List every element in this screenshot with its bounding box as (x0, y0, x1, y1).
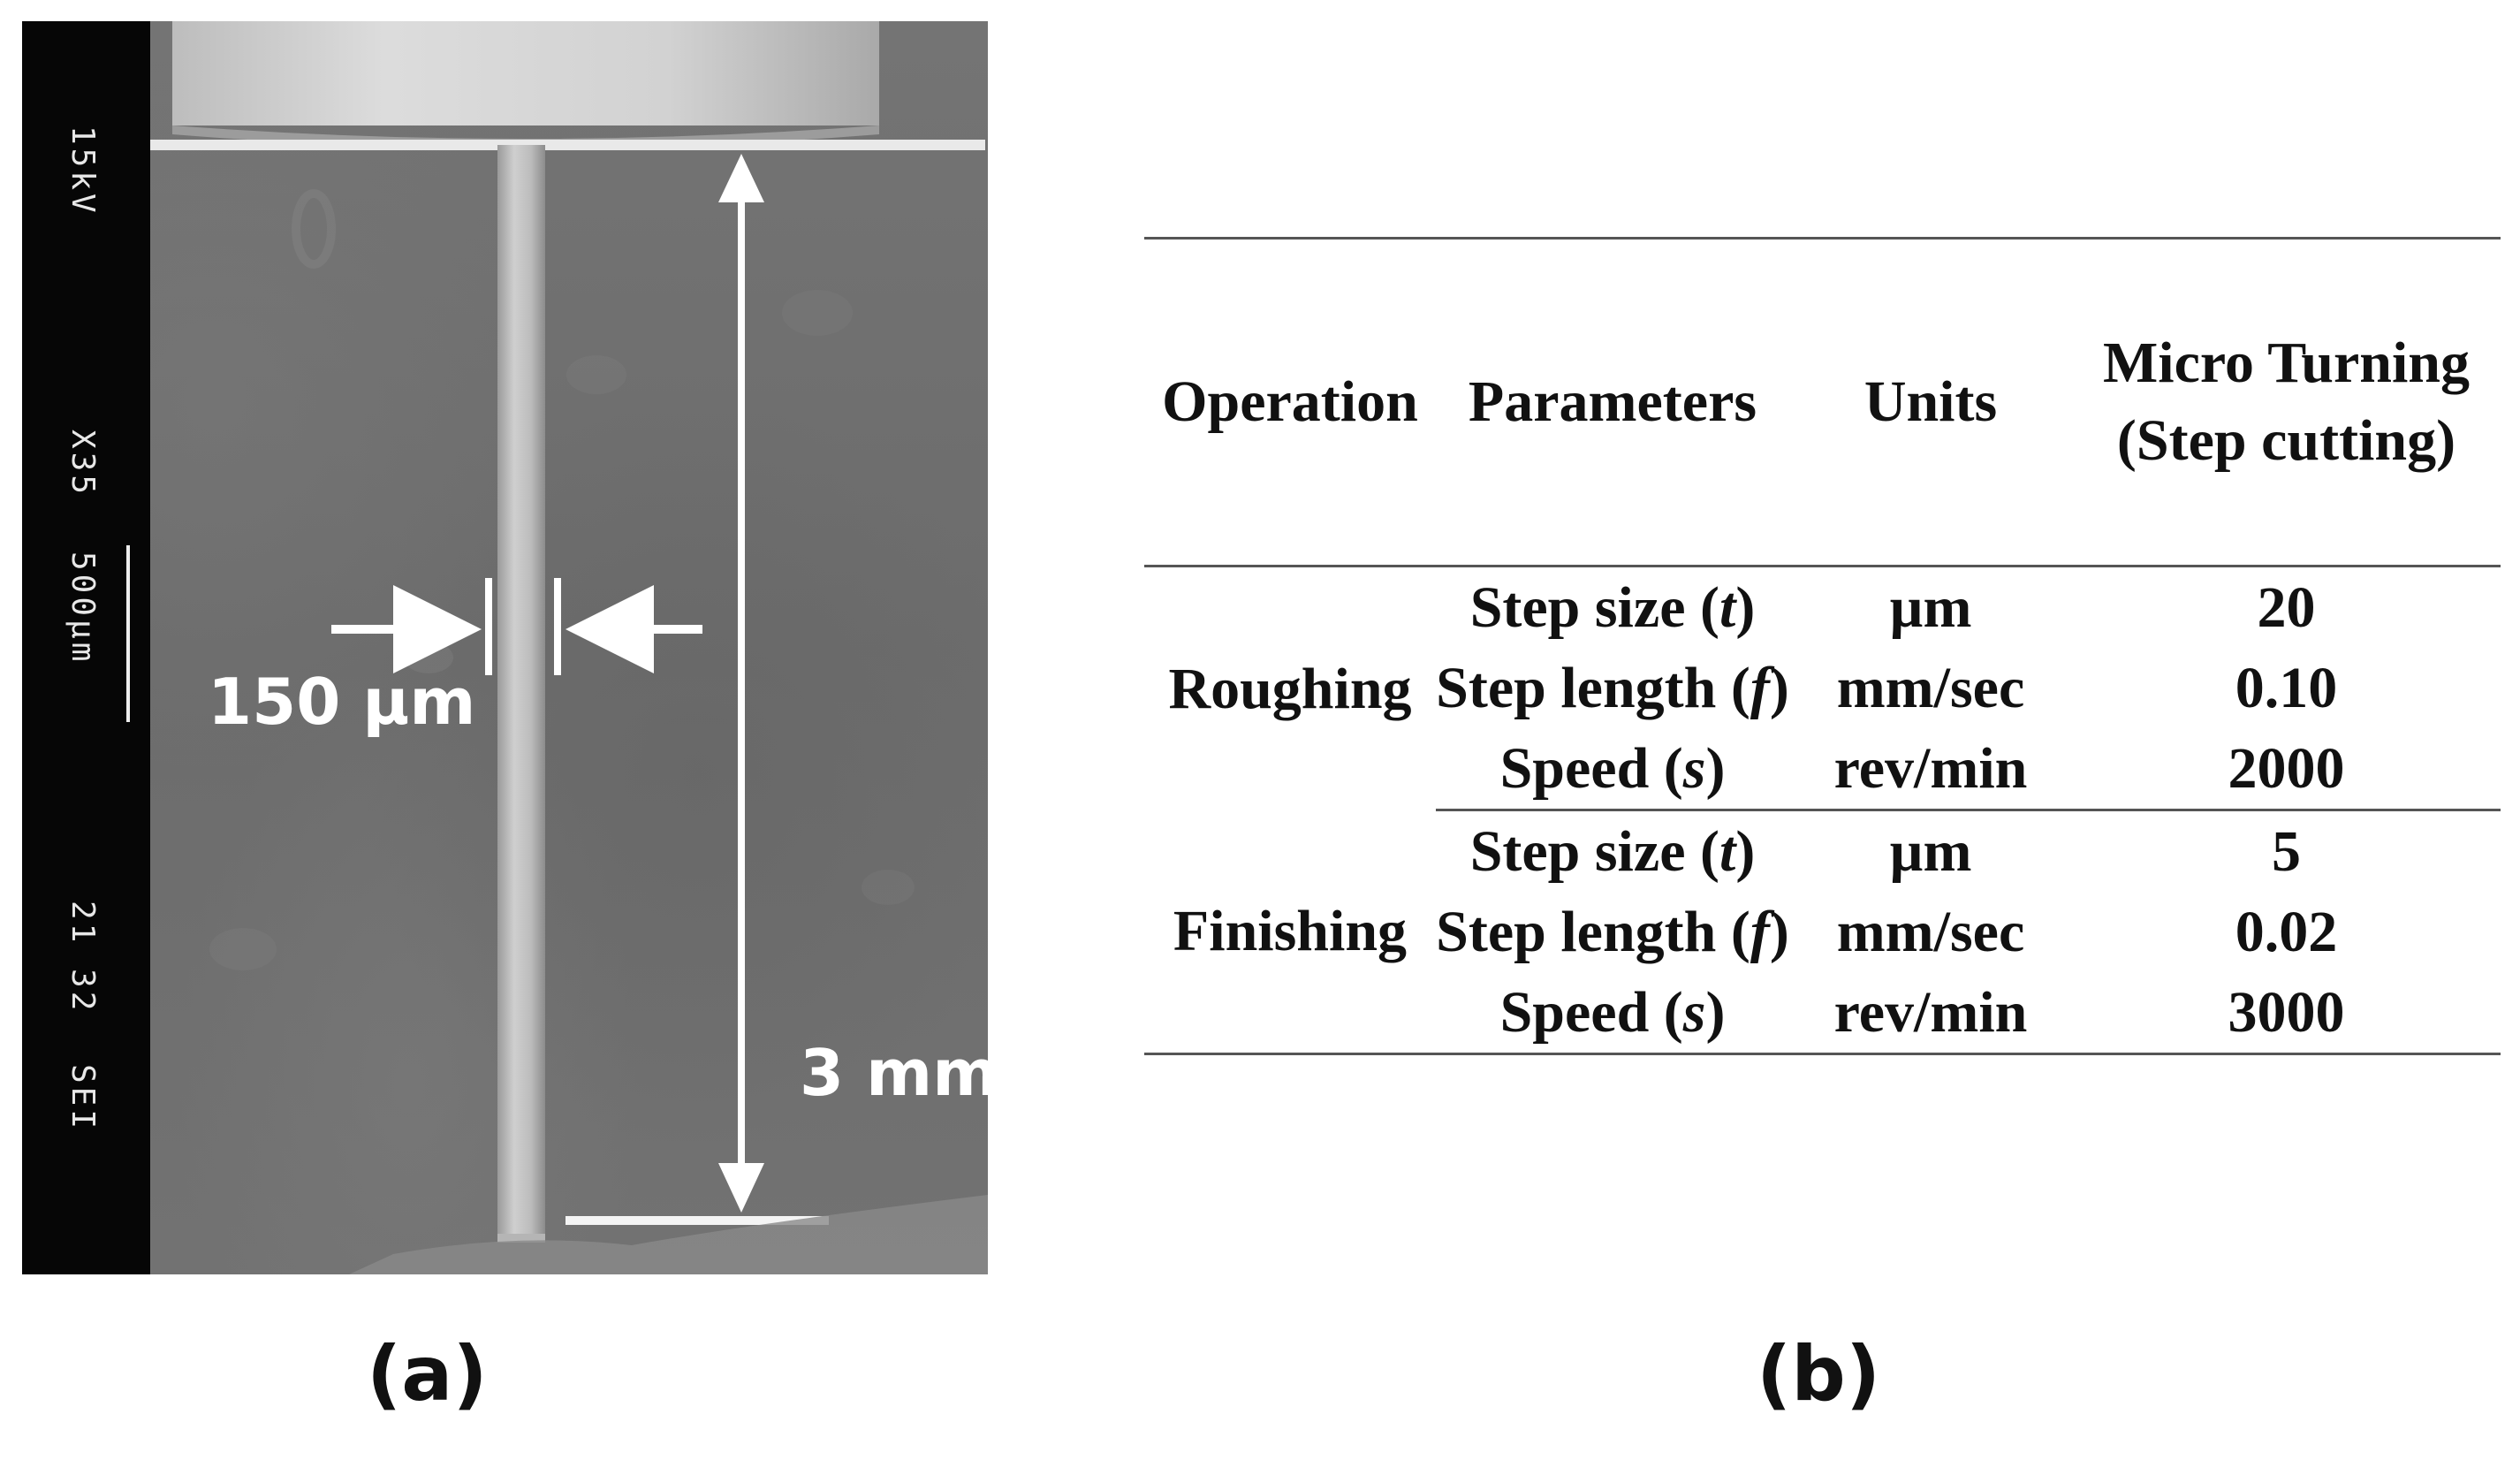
table-row: Step length (f) mm/sec 0.02 (1144, 892, 2501, 972)
table-row: Roughing Step size (t) µm 20 (1144, 567, 2501, 721)
parameter-name: Speed (1499, 980, 1650, 1045)
unit-cell: mm/sec (1836, 656, 2025, 720)
parameter-symbol: f (1750, 900, 1770, 964)
operation-finishing: Finishing (1144, 810, 1436, 1055)
value-cell: 2000 (2072, 728, 2501, 811)
header-method-line1: Micro Turning (2102, 331, 2471, 395)
parameter-symbol: t (1719, 575, 1736, 640)
operation-roughing: Roughing (1168, 656, 1412, 721)
parameter-cell: Step size (t) (1469, 819, 1756, 884)
length-arrow-head-top (718, 154, 764, 202)
header-parameters: Parameters (1436, 237, 1789, 567)
parameter-symbol: s (1682, 736, 1706, 801)
header-units: Units (1789, 237, 2072, 567)
parameter-name: Speed (1499, 736, 1650, 801)
header-method-line2: (Step cutting) (2116, 408, 2456, 473)
sem-magnification: X35 (65, 430, 101, 498)
table-row: Finishing Step size (t) µm 5 (1144, 810, 2501, 1055)
length-label: 3 mm (800, 1036, 988, 1110)
header-method: Micro Turning (Step cutting) (2072, 237, 2501, 567)
parameter-cell: Step length (f) (1436, 656, 1789, 720)
tool-holder (172, 21, 879, 125)
unit-cell: mm/sec (1836, 900, 2025, 964)
unit-cell: µm (1889, 575, 1972, 640)
holder-flange-line (150, 140, 985, 150)
diameter-tick-left (485, 578, 492, 675)
parameter-name: Step length (1436, 900, 1717, 964)
table-header-row: Operation Parameters Units Micro Turning… (1144, 237, 2501, 567)
parameter-name: Step size (1469, 575, 1686, 640)
sem-info-bar: 15kV X35 500µm 21 32 SEI (22, 21, 150, 1274)
bottom-reference-line (565, 1216, 829, 1225)
sem-scale-bar (126, 545, 130, 722)
unit-cell: rev/min (1789, 728, 2072, 811)
parameter-cell: Speed (s) (1436, 972, 1789, 1055)
sem-image-drawing: 150 µm 3 mm (150, 21, 988, 1274)
value-cell: 5 (2272, 819, 2301, 884)
length-arrow-head-bottom (718, 1163, 764, 1213)
parameter-cell: Speed (s) (1436, 728, 1789, 811)
parameter-symbol: t (1719, 819, 1736, 884)
header-operation: Operation (1144, 237, 1436, 567)
diameter-label: 150 µm (208, 665, 475, 739)
sem-detector-mode: SEI (65, 1064, 101, 1133)
parameter-name: Step length (1436, 656, 1717, 720)
machining-parameters-table: Operation Parameters Units Micro Turning… (1144, 237, 2501, 1055)
parameter-name: Step size (1469, 819, 1686, 884)
table-row: Step length (f) mm/sec 0.10 (1144, 648, 2501, 728)
micro-shank (497, 145, 545, 1241)
parameter-symbol: s (1682, 980, 1706, 1045)
table-row: Speed (s) rev/min 3000 (1144, 972, 2501, 1055)
panel-a-caption: (a) (367, 1330, 488, 1418)
sem-micrograph: 150 µm 3 mm 15kV X35 500µm 21 32 SEI (22, 21, 988, 1274)
parameter-cell: Step size (t) (1469, 575, 1756, 640)
sem-session-id: 21 32 (65, 901, 101, 1015)
sem-voltage: 15kV (65, 125, 101, 217)
table-row: Speed (s) rev/min 2000 (1144, 728, 2501, 811)
unit-cell: rev/min (1789, 972, 2072, 1055)
unit-cell: µm (1889, 819, 1972, 884)
value-cell: 3000 (2072, 972, 2501, 1055)
parameter-symbol: f (1750, 656, 1770, 720)
value-cell: 0.02 (2235, 900, 2338, 964)
value-cell: 20 (2257, 575, 2316, 640)
surface-texture (209, 189, 915, 970)
sem-scale-label: 500µm (65, 551, 101, 665)
value-cell: 0.10 (2235, 656, 2338, 720)
parameter-cell: Step length (f) (1436, 900, 1789, 964)
diameter-tick-right (554, 578, 561, 675)
panel-b-caption: (b) (1757, 1330, 1881, 1418)
